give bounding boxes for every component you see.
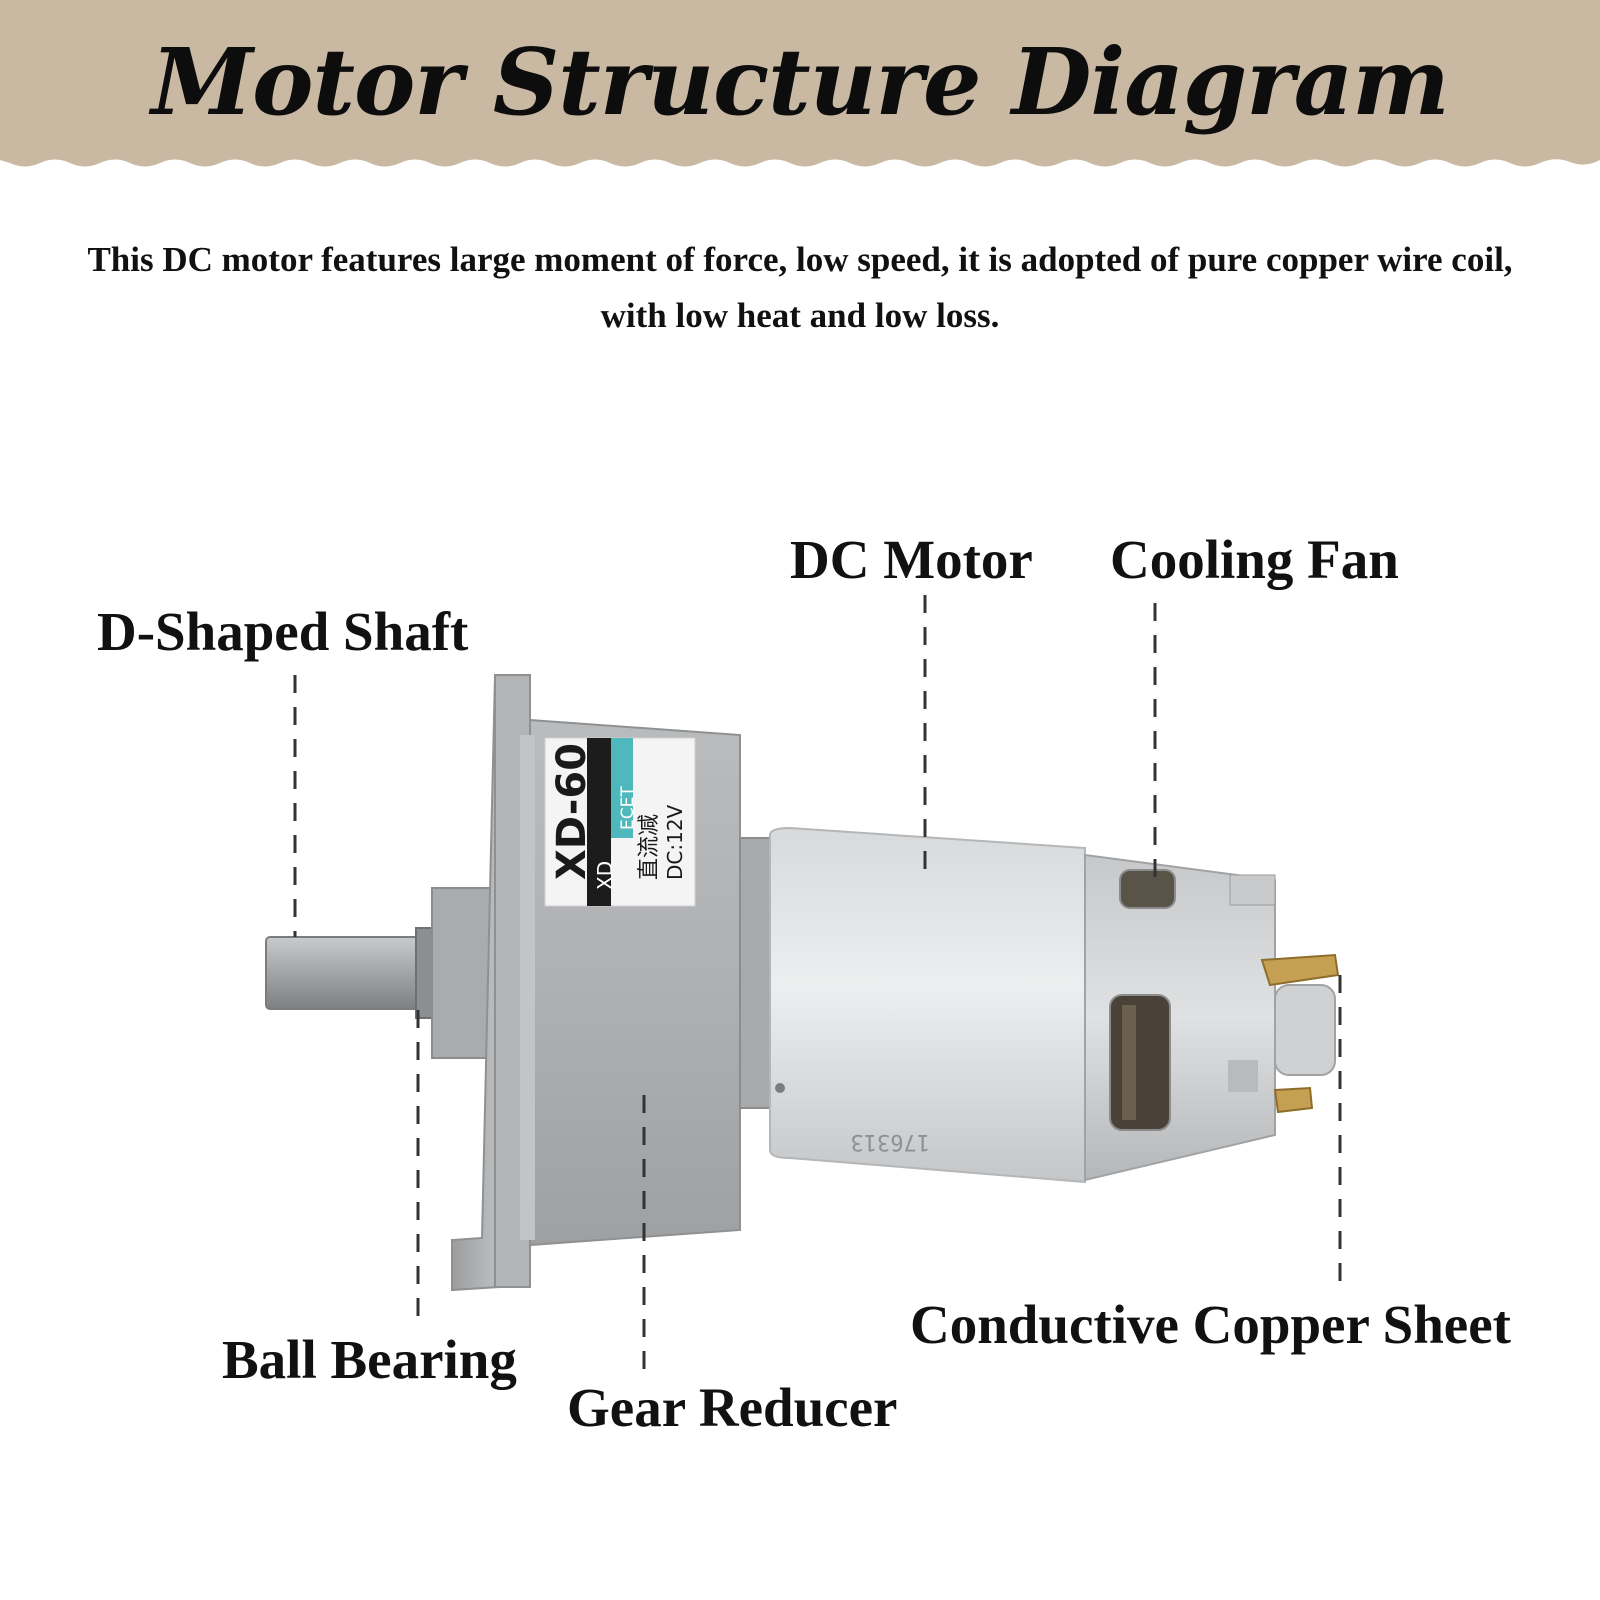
banner-background — [0, 0, 1600, 167]
label-d-shaped-shaft: D-Shaped Shaft — [97, 601, 469, 662]
label-conductive-copper-sheet: Conductive Copper Sheet — [910, 1294, 1511, 1355]
nameplate-model: XD-60 — [549, 743, 595, 880]
nameplate-chinese: 直流减 — [637, 814, 662, 880]
rear-bushing — [1274, 984, 1336, 1076]
description-text: This DC motor features large moment of f… — [87, 240, 1513, 335]
motor-nameplate — [544, 737, 696, 907]
page-title: Motor Structure Diagram — [151, 28, 1449, 136]
motor-serial: 176313 — [851, 1129, 930, 1154]
copper-terminal-bottom — [1273, 1086, 1314, 1114]
nameplate-voltage: DC:12V — [663, 804, 687, 880]
nameplate-series: ECET — [618, 786, 638, 830]
label-gear-reducer: Gear Reducer — [567, 1377, 898, 1438]
title-banner: Motor Structure Diagram — [0, 0, 1600, 175]
copper-terminal-top — [1260, 953, 1340, 987]
label-ball-bearing: Ball Bearing — [222, 1329, 517, 1390]
cooling-fan-vent-top — [1119, 869, 1176, 909]
label-dc-motor: DC Motor — [790, 529, 1033, 590]
dc-motor-can — [769, 826, 1086, 1184]
label-cooling-fan: Cooling Fan — [1110, 529, 1399, 590]
coupling-ring — [739, 837, 771, 1109]
nameplate-brand: XD — [593, 861, 617, 890]
